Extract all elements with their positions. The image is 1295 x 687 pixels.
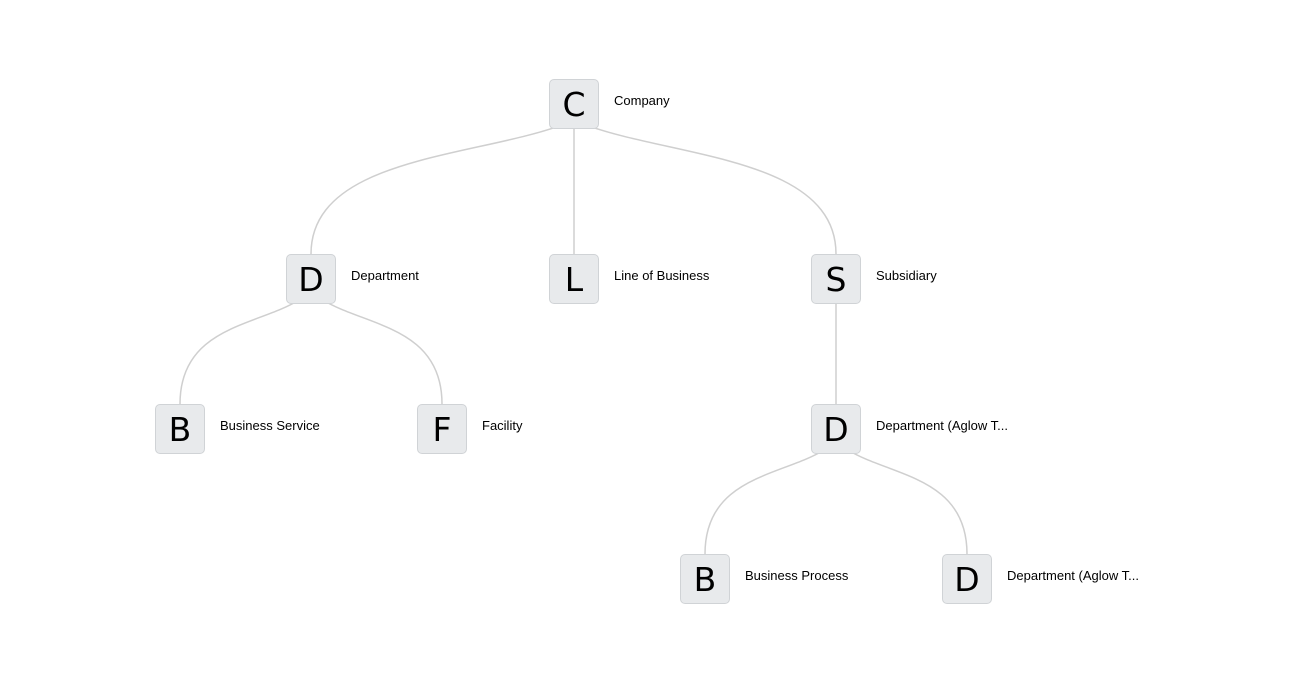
node-label-subsidiary[interactable]: Subsidiary <box>876 268 937 283</box>
node-box-line-of-business[interactable]: L <box>549 254 599 304</box>
node-box-company[interactable]: C <box>549 79 599 129</box>
edge-department-aglow-1-to-business-process <box>704 449 825 555</box>
node-box-department[interactable]: D <box>286 254 336 304</box>
node-label-line-of-business[interactable]: Line of Business <box>614 268 710 283</box>
edge-company-to-subsidiary <box>585 124 837 255</box>
node-box-business-service[interactable]: B <box>155 404 205 454</box>
edge-department-to-business-service <box>179 299 300 405</box>
node-box-department-aglow-1[interactable]: D <box>811 404 861 454</box>
edge-company-to-department <box>310 124 563 255</box>
node-label-department-aglow-2[interactable]: Department (Aglow T... <box>1007 568 1139 583</box>
node-label-facility[interactable]: Facility <box>482 418 523 433</box>
node-label-business-process[interactable]: Business Process <box>745 568 849 583</box>
node-label-department-aglow-1[interactable]: Department (Aglow T... <box>876 418 1008 433</box>
node-box-department-aglow-2[interactable]: D <box>942 554 992 604</box>
node-label-business-service[interactable]: Business Service <box>220 418 320 433</box>
edge-department-to-facility <box>322 299 443 405</box>
node-label-company[interactable]: Company <box>614 93 670 108</box>
node-box-subsidiary[interactable]: S <box>811 254 861 304</box>
node-label-department[interactable]: Department <box>351 268 419 283</box>
node-box-facility[interactable]: F <box>417 404 467 454</box>
node-box-business-process[interactable]: B <box>680 554 730 604</box>
edge-department-aglow-1-to-department-aglow-2 <box>847 449 968 555</box>
